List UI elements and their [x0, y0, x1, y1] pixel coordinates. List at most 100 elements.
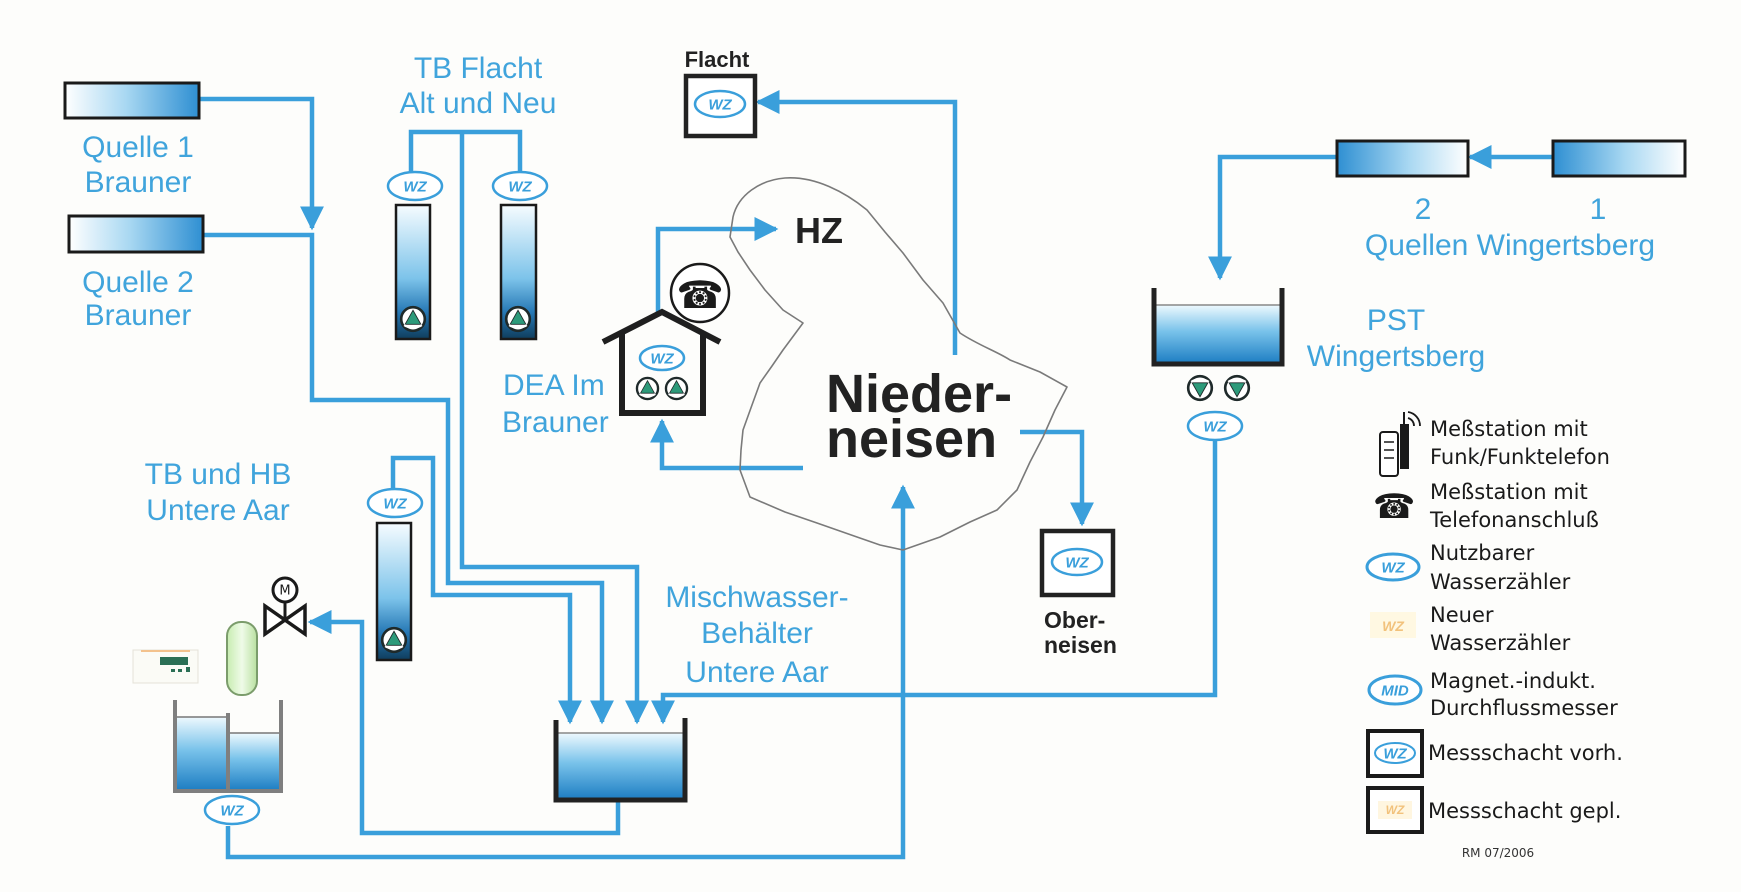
pump-icon: [664, 376, 689, 401]
pipe-tb-untere-aar-to-mischwasser: [390, 455, 582, 725]
water-meter-tb-untere-aar: WZ: [366, 487, 424, 519]
pipe-pst-to-mischwasser: [651, 440, 1218, 725]
water-meter-flacht: WZ: [693, 89, 747, 119]
pipe-hb-untere-aar-to-niederneisen: [225, 484, 915, 860]
quelle-wingertsberg-number-1: 1: [1590, 193, 1607, 226]
telephone-icon: ☎: [1373, 487, 1415, 527]
svg-text:WZ: WZ: [508, 179, 532, 196]
oberneisen-label-line2: neisen: [1044, 632, 1117, 658]
legend-item-2-line1: Meßstation mit: [1430, 480, 1588, 504]
svg-text:☎: ☎: [676, 273, 723, 317]
legend-item-5-line1: Magnet.-indukt.: [1430, 669, 1596, 693]
pipe-quelle2-to-mischwasser: [203, 232, 614, 725]
legend: Meßstation mit Funk/Funktelefon ☎ Meßsta…: [1365, 411, 1623, 860]
legend-item-1-line1: Meßstation mit: [1430, 417, 1588, 441]
pipes: [199, 90, 1553, 860]
pump-icon: [399, 305, 427, 333]
pipe-quellen-wingertsberg-to-pst: [1208, 154, 1337, 281]
svg-text:M: M: [279, 584, 290, 599]
mischwasser-label-line1: Mischwasser-: [665, 581, 848, 614]
measuring-shaft-planned-icon: WZ: [1366, 786, 1424, 834]
svg-text:WZ: WZ: [1382, 618, 1404, 634]
water-meter-pst: WZ: [1186, 410, 1244, 442]
source-wingertsberg-1: [1551, 139, 1687, 178]
svg-text:WZ: WZ: [1381, 560, 1405, 577]
source-wingertsberg-2: [1335, 139, 1470, 178]
legend-item-4-line1: Neuer: [1430, 603, 1494, 627]
svg-text:MID: MID: [1381, 683, 1409, 700]
legend-item-3-line2: Wasserzähler: [1430, 570, 1571, 594]
svg-text:WZ: WZ: [220, 803, 244, 820]
legend-item-6-label: Messschacht vorh.: [1428, 741, 1623, 765]
water-meter-tb-flacht-neu: WZ: [491, 170, 549, 202]
pump-icon: [1223, 374, 1251, 402]
legend-item-2-line2: Telefonanschluß: [1429, 508, 1599, 532]
niederneisen-boundary: [729, 177, 1068, 551]
svg-text:WZ: WZ: [1065, 555, 1089, 572]
measuring-shaft-existing-icon: WZ: [1366, 729, 1424, 778]
motor-valve-icon: M: [263, 576, 307, 638]
source-quelle2: [67, 214, 205, 254]
hz-label: HZ: [795, 210, 843, 251]
quelle2-label-line1: Quelle 2: [82, 266, 194, 299]
legend-footer-revision: RM 07/2006: [1462, 846, 1534, 860]
telephone-station-icon: ☎: [669, 262, 731, 324]
source-quelle1: [63, 81, 201, 120]
svg-text:WZ: WZ: [708, 97, 732, 114]
tank-hb-untere-aar: [173, 700, 283, 793]
pst-label-line2: Wingertsberg: [1307, 340, 1485, 373]
new-water-meter-icon: WZ: [1370, 612, 1416, 638]
tb-flacht-label-line2: Alt und Neu: [400, 87, 557, 120]
legend-item-3-line1: Nutzbarer: [1430, 541, 1535, 565]
svg-text:WZ: WZ: [1386, 803, 1405, 817]
pump-icon: [380, 626, 408, 654]
svg-text:WZ: WZ: [1203, 419, 1227, 436]
pst-label-line1: PST: [1367, 304, 1425, 337]
oberneisen-label-line1: Ober-: [1044, 607, 1105, 633]
legend-item-4-line2: Wasserzähler: [1430, 631, 1571, 655]
svg-text:WZ: WZ: [1383, 746, 1407, 763]
pipe-niederneisen-to-flacht: [755, 90, 958, 355]
water-meter-dea: WZ: [638, 344, 686, 372]
legend-item-5-line2: Durchflussmesser: [1430, 696, 1618, 720]
pressure-vessel-icon: [226, 621, 258, 696]
mischwasser-label-line2: Behälter: [701, 617, 813, 650]
quelle2-label-line2: Brauner: [85, 299, 192, 332]
pipe-quelle1: [199, 96, 324, 231]
flacht-label: Flacht: [685, 47, 750, 72]
quelle-wingertsberg-number-2: 2: [1415, 193, 1432, 226]
svg-text:WZ: WZ: [403, 179, 427, 196]
water-meter-oberneisen: WZ: [1050, 547, 1104, 577]
pipe-niederneisen-to-dea: [650, 418, 803, 471]
pump-icon: [1186, 374, 1214, 402]
water-meter-tb-flacht-alt: WZ: [386, 170, 444, 202]
tb-hb-label-line2: Untere Aar: [146, 494, 289, 527]
pipe-tb-flacht-to-mischwasser: [459, 132, 649, 725]
tank-mischwasser: [553, 718, 688, 803]
niederneisen-label-line2: neisen: [826, 409, 997, 469]
pump-icon: [504, 305, 532, 333]
pipe-mischwasser-to-valve: [307, 610, 621, 836]
pipe-dea-to-hz: [655, 217, 779, 312]
tank-pst-wingertsberg: [1151, 288, 1285, 367]
quelle1-label-line1: Quelle 1: [82, 131, 194, 164]
tb-flacht-label-line1: TB Flacht: [414, 52, 543, 85]
mischwasser-label-line3: Untere Aar: [685, 656, 828, 689]
legend-item-7-label: Messschacht gepl.: [1428, 799, 1621, 823]
niederneisen-label-line1: Nieder-: [826, 364, 1012, 424]
pump-icon: [635, 376, 660, 401]
dea-label-line1: DEA Im: [503, 369, 605, 402]
legend-item-1-line2: Funk/Funktelefon: [1430, 445, 1610, 469]
svg-text:WZ: WZ: [383, 496, 407, 513]
quelle1-label-line2: Brauner: [85, 166, 192, 199]
water-meter-hb-untere-aar: WZ: [203, 794, 261, 826]
dea-label-line2: Brauner: [502, 406, 609, 439]
quellen-wingertsberg-label: Quellen Wingertsberg: [1365, 229, 1655, 262]
pipe-tb-flacht-header: [408, 129, 523, 172]
water-meter-icon: WZ: [1365, 552, 1421, 582]
mid-flowmeter-icon: MID: [1367, 674, 1423, 706]
svg-text:WZ: WZ: [650, 351, 674, 368]
dea-house: [601, 308, 722, 416]
tb-hb-label-line1: TB und HB: [145, 458, 292, 491]
